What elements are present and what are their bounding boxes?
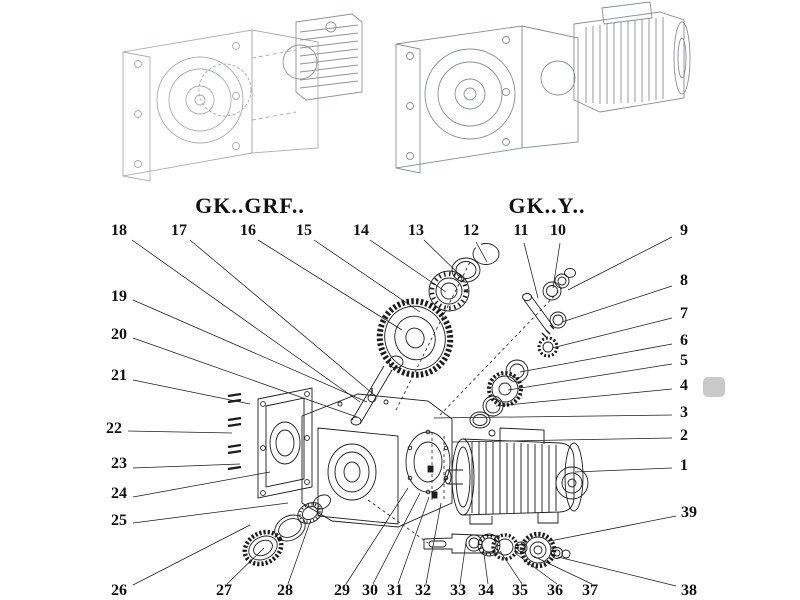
part-number-21: 21 [111,367,127,384]
assembled-view-gk-y [395,1,691,174]
part-number-36: 36 [547,582,563,599]
part-number-30: 30 [362,582,378,599]
input-pinion-stack [469,268,576,429]
part-number-9: 9 [680,222,688,239]
part-number-25: 25 [111,512,127,529]
part-number-5: 5 [680,352,688,369]
variant-title-gk-y: GK..Y.. [508,193,586,218]
part-number-28: 28 [277,582,293,599]
part-number-2: 2 [680,427,688,444]
part-number-31: 31 [387,582,403,599]
part-number-37: 37 [582,582,598,599]
part-number-24: 24 [111,485,127,502]
part-number-17: 17 [171,222,187,239]
cover-ring-set [242,494,331,567]
part-number-34: 34 [478,582,494,599]
watermark [703,377,725,397]
part-number-39: 39 [681,504,697,521]
part-number-13: 13 [408,222,424,239]
part-number-19: 19 [111,288,127,305]
part-number-14: 14 [353,222,369,239]
part-number-8: 8 [680,272,688,289]
part-number-18: 18 [111,222,127,239]
flange-bolts [227,392,242,471]
part-number-32: 32 [415,582,431,599]
output-flange-plate [257,387,313,499]
part-number-6: 6 [680,332,688,349]
alignment-axes [367,261,563,544]
electric-motor [444,427,589,525]
part-number-16: 16 [240,222,256,239]
part-number-1: 1 [680,457,688,474]
part-number-4: 4 [680,377,688,394]
part-number-35: 35 [512,582,528,599]
part-number-20: 20 [111,326,127,343]
leader-lines [127,236,677,587]
variant-title-gk-grf: GK..GRF.. [195,193,305,218]
part-number-22: 22 [106,420,122,437]
part-number-23: 23 [111,455,127,472]
part-number-15: 15 [296,222,312,239]
part-number-38: 38 [681,582,697,599]
part-number-3: 3 [680,404,688,421]
part-number-26: 26 [111,582,127,599]
part-number-33: 33 [450,582,466,599]
part-number-11: 11 [513,222,529,239]
part-number-27: 27 [216,582,232,599]
main-gear-shaft-stack [350,243,500,426]
gear-housing [301,388,453,528]
part-number-7: 7 [680,305,688,322]
output-shaft-assembly [423,531,571,569]
exploded-view [227,243,589,569]
part-number-10: 10 [550,222,566,239]
assembled-view-gk-grf [122,13,363,182]
part-number-29: 29 [334,582,350,599]
part-number-12: 12 [463,222,479,239]
